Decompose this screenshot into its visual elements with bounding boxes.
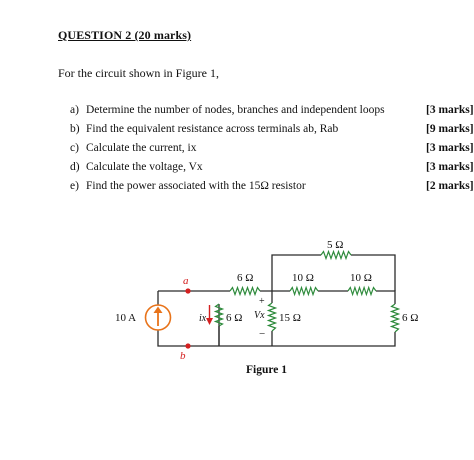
resistor-5-ohm-label: 5 Ω [327,239,343,251]
terminal-b-dot [185,343,191,349]
current-source [144,304,172,331]
sub-question-d: d) Calculate the voltage, Vx [3 marks] [70,161,474,180]
resistor-6-ohm-series [229,285,261,297]
sub-question-letter: e) [70,180,79,192]
sub-question-text: Determine the number of nodes, branches … [86,104,385,116]
terminal-a-label: a [183,275,189,287]
sub-question-text: Calculate the current, ix [86,142,197,154]
figure-caption: Figure 1 [246,364,287,376]
resistor-15-ohm-shunt [266,302,278,332]
circuit-wires [157,254,396,347]
resistor-6-ohm-shunt-right [389,303,401,333]
voltage-label: Vx [254,310,265,321]
resistor-10-ohm-right-label: 10 Ω [350,272,372,284]
resistor-15-ohm-shunt-label: 15 Ω [279,312,301,324]
question-intro: For the circuit shown in Figure 1, [58,66,219,80]
source-label: 10 A [115,312,136,324]
sub-question-b: b) Find the equivalent resistance across… [70,123,474,142]
sub-question-e: e) Find the power associated with the 15… [70,180,474,199]
resistors [213,249,401,333]
terminal-a-dot [185,288,191,294]
current-arrow [206,305,213,325]
voltage-plus-sign: + [259,296,265,307]
resistor-10-ohm-mid-label: 10 Ω [292,272,314,284]
sub-question-letter: d) [70,161,80,173]
sub-question-text: Find the equivalent resistance across te… [86,123,339,135]
resistor-6-ohm-shunt-right-label: 6 Ω [402,312,418,324]
resistor-10-ohm-mid [289,285,319,297]
sub-question-letter: a) [70,104,79,116]
resistor-6-ohm-shunt-left [213,303,225,327]
sub-question-marks: [9 marks] [426,123,474,135]
sub-question-letter: b) [70,123,80,135]
sub-question-marks: [3 marks] [426,142,474,154]
sub-question-text: Find the power associated with the 15Ω r… [86,180,306,192]
resistor-10-ohm-right [347,285,377,297]
sub-question-text: Calculate the voltage, Vx [86,161,203,173]
arrow-down-icon [206,318,213,325]
sub-question-marks: [2 marks] [426,180,474,192]
arrow-up-icon [153,306,163,313]
sub-question-a: a) Determine the number of nodes, branch… [70,104,474,123]
current-label: ix [199,313,207,324]
resistor-6-ohm-shunt-left-label: 6 Ω [226,312,242,324]
resistor-6-ohm-series-label: 6 Ω [237,272,253,284]
sub-question-marks: [3 marks] [426,104,474,116]
sub-question-c: c) Calculate the current, ix [3 marks] [70,142,474,161]
sub-question-list: a) Determine the number of nodes, branch… [70,104,474,199]
sub-question-letter: c) [70,142,79,154]
question-heading: QUESTION 2 (20 marks) [58,28,192,42]
sub-question-marks: [3 marks] [426,161,474,173]
voltage-minus-sign: − [259,328,265,340]
terminal-b-label: b [180,350,186,362]
resistor-5-ohm [320,249,352,261]
